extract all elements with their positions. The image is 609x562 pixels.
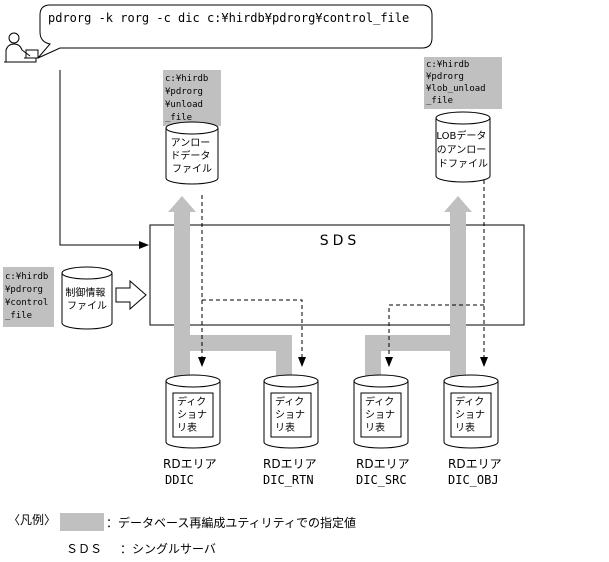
unload-file-path-box xyxy=(163,70,221,126)
legend-title: 〈凡例〉 xyxy=(8,513,56,527)
legend-sds-abbr: ＳＤＳ xyxy=(66,542,102,556)
dictionary-table-label: ディク ショナ リ表 xyxy=(275,395,308,434)
rd-area-ddic: ディク ショナ リ表 RDエリア DDIC xyxy=(163,374,221,487)
rd-area-label: RDエリア xyxy=(356,457,410,471)
rd-area-name: DIC_SRC xyxy=(356,473,407,487)
lob-unload-file-label: LOBデータ のアンロー ドファイル xyxy=(436,129,489,170)
user-icon xyxy=(4,32,39,63)
dictionary-table-label: ディク ショナ リ表 xyxy=(365,395,398,434)
sds-label: SDS xyxy=(320,233,361,249)
rd-area-label: RDエリア xyxy=(163,457,217,471)
rd-area-dic-rtn: ディク ショナ リ表 RDエリア DIC_RTN xyxy=(263,374,319,487)
command-text: pdrorg -k rorg -c dic c:¥hirdb¥pdrorg¥co… xyxy=(48,11,409,25)
unload-data-file-cylinder xyxy=(165,121,219,185)
dictionary-table-label: ディク ショナ リ表 xyxy=(455,395,488,434)
rd-area-label: RDエリア xyxy=(263,457,317,471)
rd-area-name: DIC_OBJ xyxy=(448,473,499,487)
rd-area-name: DDIC xyxy=(165,473,194,487)
reload-arrows xyxy=(198,180,488,367)
legend-gray-desc: ：データベース再編成ユティリティでの指定値 xyxy=(106,515,356,530)
dictionary-table-label: ディク ショナ リ表 xyxy=(177,395,210,434)
rd-area-dic-obj: ディク ショナ リ表 RDエリア DIC_OBJ xyxy=(443,374,502,487)
lob-unload-file-cylinder xyxy=(435,111,491,183)
control-file-to-sds-arrow xyxy=(115,279,147,311)
control-file-path: c:¥hirdb ¥pdrorg ¥control _file xyxy=(5,272,54,321)
legend-sds-desc: ：シングルサーバ xyxy=(120,542,216,556)
control-file-path-box xyxy=(3,267,54,327)
unload-flow-right xyxy=(365,196,472,378)
lob-unload-file-path-box xyxy=(424,57,502,109)
rd-area-name: DIC_RTN xyxy=(263,473,314,487)
rd-area-dic-src: ディク ショナ リ表 RDエリア DIC_SRC xyxy=(353,374,410,487)
rd-area-label: RDエリア xyxy=(448,457,502,471)
command-to-sds-arrow xyxy=(59,70,149,249)
unload-file-path: c:¥hirdb ¥pdrorg ¥unload _file xyxy=(165,74,214,123)
control-info-file-cylinder xyxy=(61,266,113,330)
unload-data-file-label: アンロー ドデータ ファイル xyxy=(170,138,213,175)
lob-unload-file-path: c:¥hirdb ¥pdrorg ¥lob_unload _file xyxy=(426,60,491,106)
unload-flow-left xyxy=(168,196,292,378)
control-info-file-label: 制御情報 ファイル xyxy=(65,286,108,312)
legend-gray-swatch xyxy=(60,513,104,531)
command-bubble xyxy=(37,4,433,59)
